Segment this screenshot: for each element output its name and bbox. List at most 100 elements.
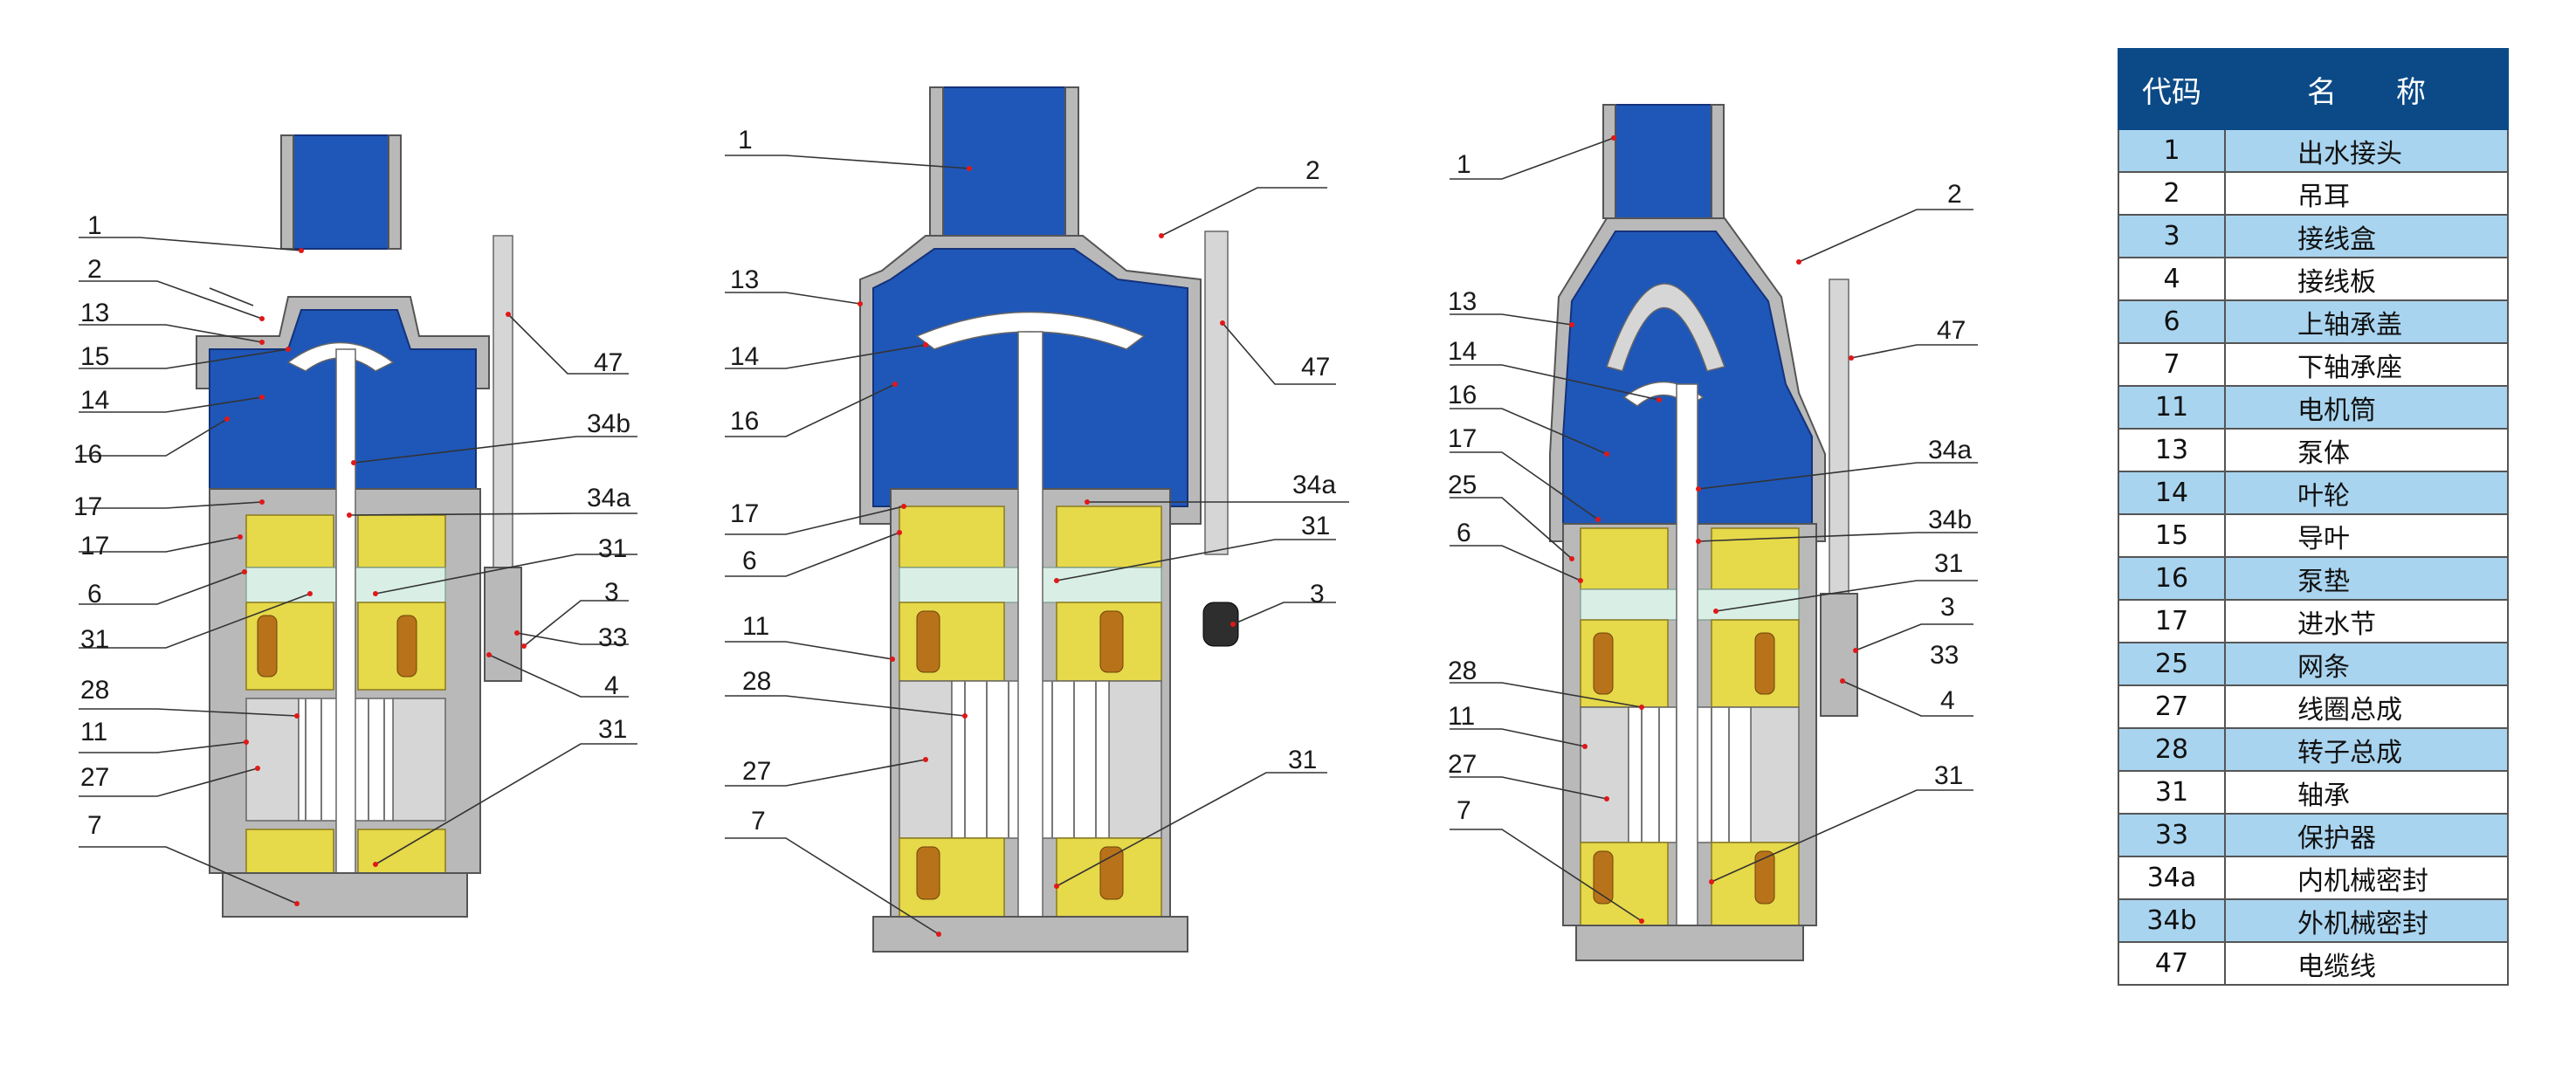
callout-label: 31 — [1288, 746, 1317, 774]
callout-label: 2 — [1305, 156, 1320, 185]
callout-label: 3 — [604, 578, 619, 607]
legend-code-cell: 15 — [2118, 513, 2226, 558]
leader-line — [79, 846, 298, 904]
leader-line — [79, 418, 228, 457]
pump-right-coil — [1593, 850, 1614, 904]
callout-label: 31 — [1934, 761, 1963, 790]
callout-label: 6 — [1457, 519, 1471, 547]
legend-code-cell: 16 — [2118, 556, 2226, 601]
leader-line — [516, 632, 629, 645]
callout-label: 17 — [80, 532, 109, 561]
leader-line — [1450, 313, 1573, 326]
pump-left-outlet-wall-r — [388, 134, 402, 250]
pump-middle-cable — [1204, 230, 1229, 555]
pump-right-outlet-wall-l — [1602, 104, 1616, 219]
legend-name-cell: 接线板 — [2224, 257, 2509, 301]
leader-line — [79, 708, 298, 717]
callout-label: 1 — [1457, 150, 1471, 179]
callout-label: 16 — [730, 407, 759, 436]
legend-name-cell: 接线盒 — [2224, 214, 2509, 258]
leader-line — [725, 695, 966, 717]
leader-dot — [1054, 578, 1059, 583]
leader-line — [1698, 532, 1978, 542]
leader-dot — [259, 316, 265, 321]
legend-name-cell: 线圈总成 — [2224, 684, 2509, 729]
callout-label: 16 — [1448, 381, 1477, 409]
callout-label: 2 — [87, 255, 102, 284]
leader-dot — [1853, 648, 1858, 653]
pump-middle-drawing — [859, 86, 1239, 953]
callout-label: 27 — [1448, 750, 1477, 779]
leader-dot — [1085, 499, 1090, 505]
callout-label: 47 — [1937, 316, 1966, 345]
callout-label: 7 — [1457, 796, 1471, 825]
pump-right-outlet-wall-r — [1711, 104, 1725, 219]
leader-dot — [1604, 796, 1609, 801]
leader-dot — [299, 248, 304, 253]
callout-label: 13 — [80, 299, 109, 327]
leader-dot — [521, 643, 527, 649]
pump-left-outlet — [292, 134, 389, 250]
legend-code-cell: 33 — [2118, 813, 2226, 857]
leader-dot — [1595, 517, 1601, 522]
pump-left-drawing — [196, 134, 522, 918]
callout-label: 7 — [87, 811, 102, 840]
leader-line — [79, 348, 289, 369]
leader-dot — [1569, 556, 1574, 561]
leader-dot — [923, 342, 928, 347]
leader-dot — [307, 591, 313, 596]
leader-dot — [242, 569, 247, 574]
legend-name-cell: 泵垫 — [2224, 556, 2509, 601]
leader-line — [1450, 728, 1586, 747]
pump-right-stator-l — [1580, 706, 1629, 843]
callout-label: 47 — [1301, 353, 1330, 382]
pump-right-coil — [1754, 850, 1775, 904]
pump-left-coil — [257, 615, 278, 678]
legend-code-cell: 14 — [2118, 471, 2226, 515]
legend-code-cell: 1 — [2118, 128, 2226, 173]
callout-label: 28 — [1448, 657, 1477, 685]
pump-right-coil — [1754, 632, 1775, 695]
pump-right-cable — [1829, 279, 1849, 595]
callout-label: 34b — [587, 409, 630, 438]
legend-name-cell: 外机械密封 — [2224, 898, 2509, 943]
legend-code-cell: 17 — [2118, 599, 2226, 643]
leader-line — [1450, 408, 1608, 455]
legend-code-cell: 6 — [2118, 299, 2226, 344]
pump-left-stator-r — [392, 698, 446, 822]
callout-label: 34a — [1928, 436, 1972, 464]
leader-dot — [259, 340, 265, 345]
callout-label: 14 — [1448, 337, 1477, 366]
callout-label: 11 — [742, 612, 769, 641]
leader-dot — [1604, 451, 1609, 457]
leader-line — [1842, 680, 1973, 717]
leader-line — [1450, 829, 1643, 922]
legend-code-cell: 31 — [2118, 770, 2226, 815]
leader-line — [79, 324, 263, 343]
legend-name-cell: 电缆线 — [2224, 941, 2509, 986]
callout-label: 17 — [73, 492, 102, 521]
leader-dot — [238, 534, 243, 540]
leader-dot — [259, 395, 265, 400]
legend-code-cell: 11 — [2118, 385, 2226, 430]
leader-line — [725, 759, 926, 787]
callout-label: 31 — [598, 715, 627, 744]
callout-label: 14 — [80, 386, 109, 415]
pump-left-cable — [492, 235, 513, 568]
callout-label: 3 — [1310, 580, 1325, 609]
callout-label: 31 — [80, 625, 109, 654]
leader-line — [1450, 137, 1615, 180]
legend-name-cell: 叶轮 — [2224, 471, 2509, 515]
leader-dot — [1656, 397, 1662, 402]
pump-left-base — [222, 872, 468, 918]
leader-dot — [244, 739, 249, 745]
leader-line — [1450, 451, 1599, 520]
leader-dot — [1159, 233, 1164, 238]
leader-dot — [486, 652, 492, 657]
